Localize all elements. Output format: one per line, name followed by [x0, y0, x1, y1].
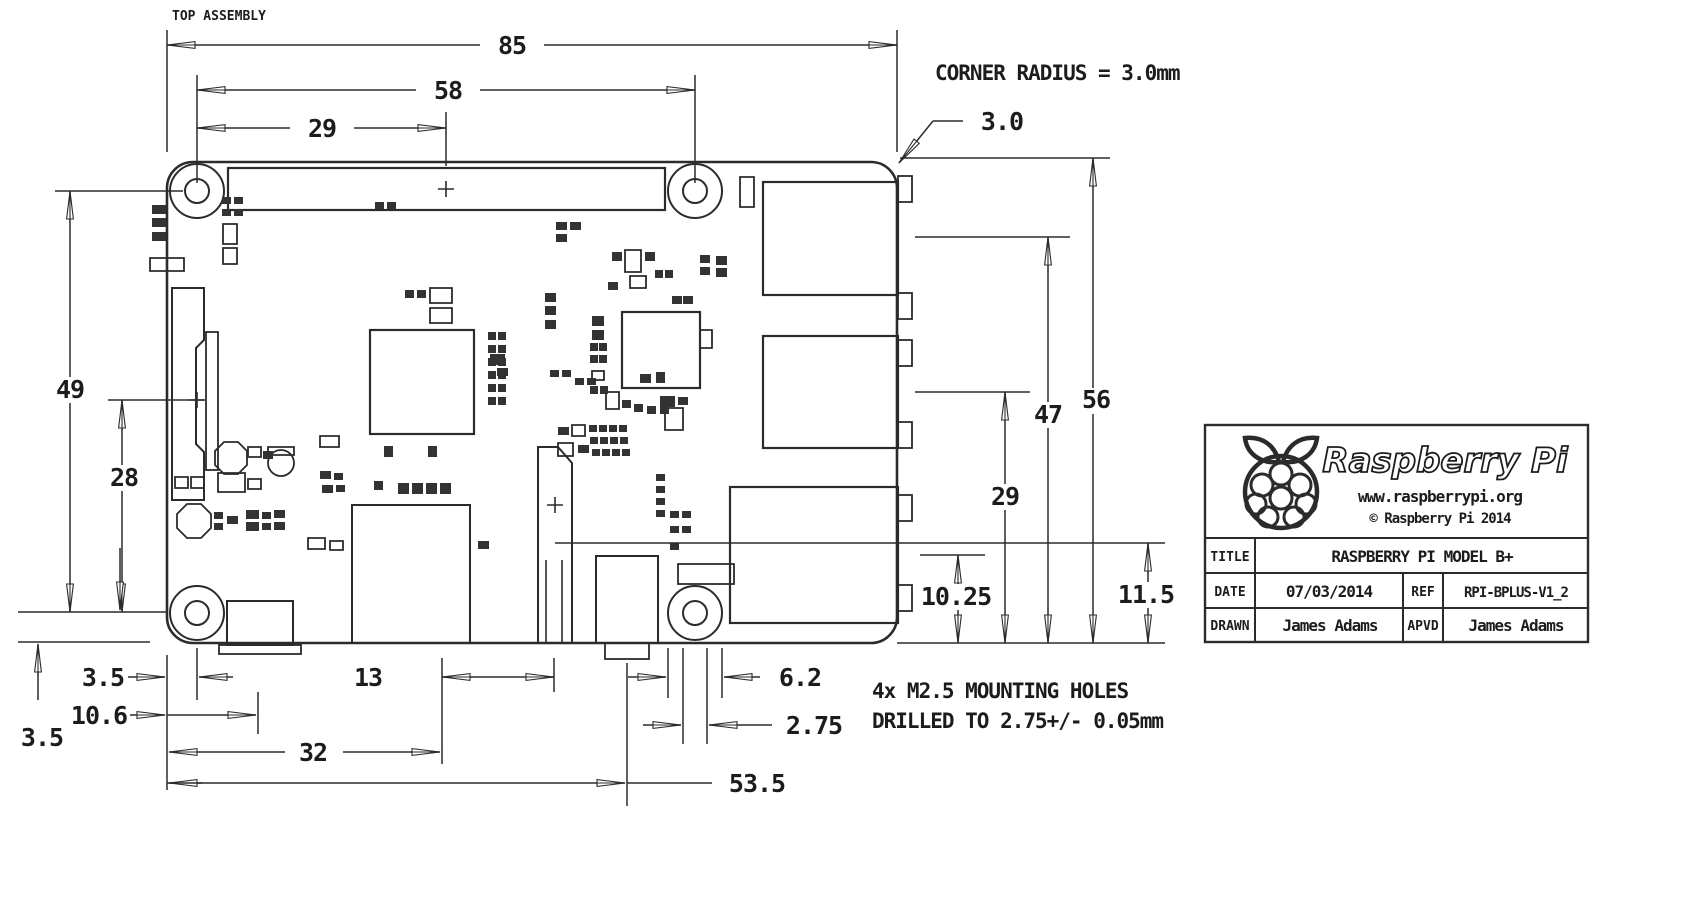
date-label: DATE	[1214, 585, 1245, 600]
label-backgrounds	[42, 33, 1184, 766]
mounting-note-line1: 4x M2.5 MOUNTING HOLES	[872, 679, 1129, 703]
gpio-header	[226, 166, 667, 212]
dim-3-5-horizontal: 3.5	[82, 663, 124, 692]
website-text: www.raspberrypi.org	[1358, 487, 1522, 506]
ethernet-port	[761, 175, 913, 320]
title-value: RASPBERRY PI MODEL B+	[1331, 547, 1514, 566]
mounting-hole-bottom-right	[667, 585, 723, 641]
apvd-label: APVD	[1407, 619, 1438, 634]
ref-label: REF	[1411, 585, 1435, 600]
drawn-label: DRAWN	[1210, 619, 1249, 634]
dim-85: 85	[498, 31, 526, 60]
dim-47: 47	[1034, 400, 1062, 429]
regulator-octagon	[214, 441, 248, 475]
title-block: Raspberry Pi www.raspberrypi.org © Raspb…	[1203, 423, 1590, 644]
dim-49: 49	[56, 375, 84, 404]
dim-32: 32	[299, 738, 327, 767]
dsi-connector	[171, 287, 219, 501]
gpio-center-mark	[438, 181, 454, 197]
dim-29-right: 29	[991, 482, 1019, 511]
brand-wordmark: Raspberry Pi	[1322, 441, 1569, 481]
dim-28: 28	[110, 463, 138, 492]
raspberry-pi-logo-icon	[1242, 435, 1320, 531]
dimension-labels: TOP ASSEMBLY 85 58 29 49 28 56 47 29 10.…	[21, 9, 1181, 798]
dim-10-25: 10.25	[921, 582, 991, 611]
mounting-hole-bottom-left	[169, 585, 225, 641]
pcb-outline	[165, 160, 899, 645]
apvd-value: James Adams	[1469, 616, 1564, 635]
pcb-board	[149, 160, 913, 660]
dim-2-75: 2.75	[786, 711, 842, 740]
dim-3-5-vertical: 3.5	[21, 723, 63, 752]
micro-usb-power	[218, 600, 302, 655]
smd-component	[677, 563, 735, 585]
audio-jack	[595, 555, 659, 660]
dimension-lines	[33, 40, 1153, 788]
extension-lines	[18, 30, 1165, 806]
csi-center-mark	[547, 497, 563, 513]
soc-chip	[368, 328, 476, 436]
capacitor	[267, 449, 295, 477]
dim-6-2: 6.2	[779, 663, 821, 692]
dim-58: 58	[434, 76, 462, 105]
csi-connector	[537, 446, 573, 644]
drawn-value: James Adams	[1283, 616, 1378, 635]
corner-radius-note: CORNER RADIUS = 3.0mm	[935, 61, 1180, 85]
dim-10-6: 10.6	[71, 701, 127, 730]
title-block-border	[1203, 423, 1590, 644]
dim-11-5: 11.5	[1118, 580, 1174, 609]
copyright-text: © Raspberry Pi 2014	[1369, 511, 1511, 527]
ref-value: RPI-BPLUS-V1_2	[1464, 585, 1569, 601]
usb-port-lower	[728, 485, 913, 625]
usb-hub-chip	[620, 310, 702, 390]
view-label: TOP ASSEMBLY	[172, 9, 266, 24]
dim-56: 56	[1082, 385, 1110, 414]
regulator-octagon	[176, 503, 212, 539]
date-value: 07/03/2014	[1286, 582, 1373, 601]
usb-bottom-component	[351, 504, 471, 644]
corner-radius-value: 3.0	[981, 107, 1023, 136]
title-label: TITLE	[1210, 550, 1249, 565]
mounting-note-line2: DRILLED TO 2.75+/- 0.05mm	[872, 709, 1163, 733]
passive-components	[149, 176, 755, 551]
usb-port-upper	[761, 334, 913, 450]
dim-29-top: 29	[308, 114, 336, 143]
dim-13: 13	[354, 663, 382, 692]
dim-53-5: 53.5	[729, 769, 785, 798]
